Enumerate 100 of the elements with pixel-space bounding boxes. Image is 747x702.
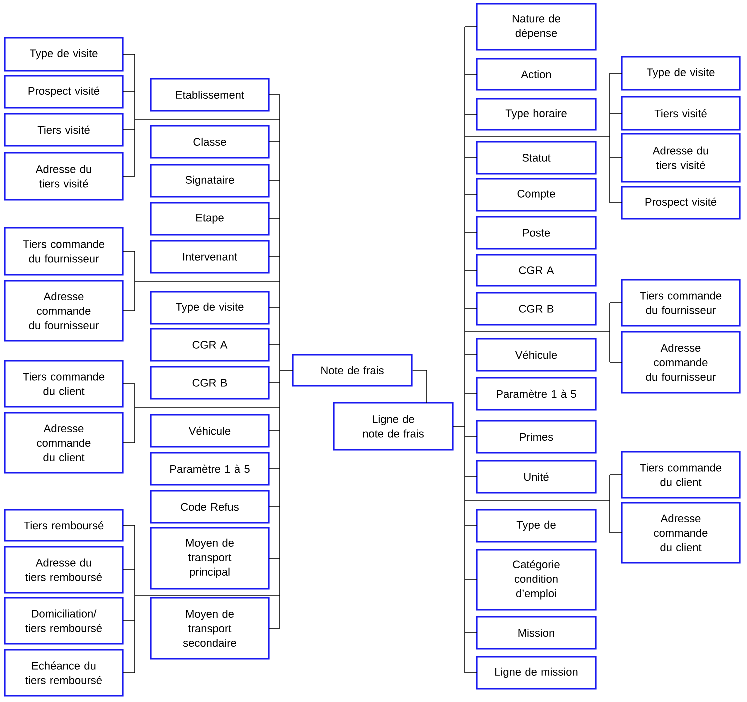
- entity-box: Type de visite: [621, 56, 741, 91]
- connector-line: [464, 394, 466, 427]
- connector-line: [464, 136, 610, 138]
- entity-box: CGR A: [476, 254, 597, 287]
- connector-line: [464, 114, 466, 138]
- connector-line: [412, 370, 428, 404]
- connector-line: [122, 525, 136, 526]
- entity-box: Tiers commande du client: [4, 360, 124, 408]
- entity-box: Tiers commande du fournisseur: [4, 227, 124, 276]
- connector-line: [268, 558, 280, 559]
- connector-line: [134, 596, 136, 622]
- entity-box: Tiers commande du client: [621, 451, 741, 499]
- entity-box: Adresse commande du fournisseur: [4, 280, 124, 342]
- connector-line: [464, 476, 466, 502]
- connector-line: [268, 628, 280, 629]
- entity-box: Tiers commande du fournisseur: [621, 279, 741, 327]
- connector-line: [268, 468, 280, 470]
- connector-line: [464, 436, 478, 438]
- connector-line: [610, 474, 622, 476]
- connector-line: [464, 500, 610, 502]
- entity-box: Mission: [476, 616, 597, 650]
- entity-box: Adresse commande du client: [4, 412, 124, 474]
- connector-line: [122, 176, 136, 177]
- entity-box: Tiers visité: [4, 113, 124, 147]
- connector-line: [134, 54, 136, 92]
- entity-box: Prospect visité: [621, 186, 741, 220]
- connector-line: [122, 310, 136, 312]
- connector-line: [122, 672, 136, 674]
- connector-line: [464, 232, 478, 234]
- connector-line: [134, 620, 136, 674]
- connector-line: [610, 362, 622, 363]
- connector-line: [464, 308, 478, 310]
- connector-line: [134, 384, 136, 408]
- connector-line: [452, 426, 466, 427]
- entity-box: Adresse commande du fournisseur: [621, 331, 741, 394]
- entity-box: Unité: [476, 460, 597, 494]
- entity-box: Nature de dépense: [476, 3, 597, 51]
- entity-box: Tiers visité: [621, 96, 741, 131]
- entity-box: Véhicule: [476, 338, 597, 372]
- entity-box: Adresse du tiers remboursé: [4, 546, 124, 594]
- connector-line: [268, 382, 280, 384]
- connector-line: [610, 113, 622, 114]
- connector-line: [134, 130, 136, 177]
- connector-line: [268, 344, 280, 346]
- connector-line: [464, 332, 466, 356]
- connector-line: [464, 74, 478, 75]
- entity-box: Classe: [150, 125, 270, 159]
- entity-box: Ligne de mission: [476, 656, 597, 690]
- connector-line: [464, 672, 478, 674]
- connector-line: [464, 194, 478, 196]
- entity-box: Paramètre 1 à 5: [150, 452, 270, 486]
- entity-box: Signataire: [150, 164, 270, 198]
- connector-line: [134, 92, 136, 120]
- entity-box: Echéance du tiers remboursé: [4, 649, 124, 697]
- connector-line: [464, 26, 466, 75]
- entity-box: Note de frais: [292, 354, 413, 387]
- connector-line: [464, 194, 466, 234]
- connector-line: [268, 180, 280, 182]
- entity-box: Primes: [476, 420, 597, 454]
- entity-box: Véhicule: [150, 414, 270, 448]
- connector-line: [122, 251, 136, 252]
- connector-line: [268, 94, 280, 96]
- entity-box: Adresse commande du client: [621, 502, 741, 564]
- connector-line: [464, 632, 466, 674]
- entity-box: Type de visite: [150, 291, 270, 325]
- connector-line: [122, 620, 136, 622]
- entity-box: Statut: [476, 141, 597, 175]
- entity-box: Code Refus: [150, 490, 270, 524]
- connector-line: [122, 54, 136, 55]
- entity-box: Type de visite: [4, 37, 124, 72]
- entity-box: Type de: [476, 509, 597, 543]
- connector-line: [268, 256, 280, 258]
- connector-line: [610, 73, 622, 74]
- entity-box: Tiers remboursé: [4, 509, 124, 542]
- connector-line: [464, 580, 466, 634]
- entity-box: Type horaire: [476, 98, 597, 131]
- entity-box: Adresse du tiers visité: [621, 133, 741, 183]
- entity-box: Catégorie condition d’emploi: [476, 549, 597, 611]
- connector-line: [464, 426, 466, 438]
- connector-line: [464, 26, 478, 28]
- connector-line: [610, 202, 622, 204]
- entity-box: Prospect visité: [4, 75, 124, 109]
- connector-line: [268, 218, 280, 220]
- connector-line: [464, 500, 466, 526]
- entity-box: Adresse du tiers visité: [4, 152, 124, 201]
- connector-line: [464, 232, 466, 271]
- connector-line: [464, 308, 466, 332]
- connector-line: [464, 354, 466, 394]
- connector-line: [610, 302, 622, 304]
- entity-box: Intervenant: [150, 240, 270, 274]
- connector-line: [122, 442, 136, 444]
- connector-line: [464, 632, 478, 634]
- entity-box: Poste: [476, 216, 597, 250]
- entity-box: Etape: [150, 202, 270, 236]
- entity-box: CGR B: [476, 292, 597, 326]
- connector-line: [134, 251, 136, 282]
- connector-line: [464, 270, 466, 310]
- entity-box: CGR B: [150, 366, 270, 400]
- connector-line: [134, 570, 136, 596]
- connector-line: [464, 354, 478, 356]
